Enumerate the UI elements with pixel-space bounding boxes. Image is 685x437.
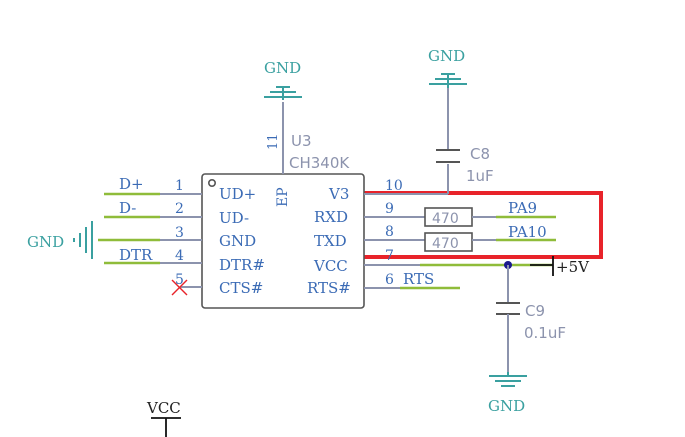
pin1-marker — [208, 179, 217, 188]
pin-5-number: 5 — [175, 272, 184, 288]
pin-6-number: 6 — [385, 272, 394, 288]
pin-2-number: 2 — [175, 201, 184, 217]
pin-5-name: CTS# — [219, 279, 263, 297]
pin-6-name: RTS# — [307, 279, 351, 297]
pin-9-number: 9 — [385, 201, 394, 217]
gnd-label-left: GND — [27, 233, 64, 251]
pin-4-name: DTR# — [219, 256, 265, 274]
gnd-symbol-c9 — [489, 372, 527, 387]
net-pa9-label: PA9 — [508, 199, 537, 217]
resistor-rxd-value: 470 — [432, 211, 459, 227]
c8-value: 1uF — [466, 167, 494, 185]
resistor-rxd: 470 — [424, 207, 473, 227]
gnd-label-c8: GND — [428, 47, 465, 65]
net-pa10-label: PA10 — [508, 223, 547, 241]
gnd-symbol-u3 — [264, 86, 302, 100]
gnd-label-c9: GND — [488, 397, 525, 415]
chip-ref: U3 — [291, 132, 312, 150]
no-connect-icon — [171, 279, 188, 296]
resistor-txd: 470 — [424, 232, 473, 252]
vcc-label: VCC — [146, 399, 181, 417]
gnd-label-u3: GND — [264, 59, 301, 77]
pin-2-name: UD- — [219, 209, 249, 227]
net-dminus-label: D- — [119, 199, 136, 217]
pin-7-name: VCC — [313, 257, 348, 275]
pin-11-number: 11 — [266, 133, 281, 150]
resistor-txd-value: 470 — [432, 236, 459, 252]
ep-label: EP — [275, 187, 291, 207]
pin-1-name: UD+ — [219, 185, 256, 203]
pin-8-number: 8 — [385, 224, 394, 240]
c9-ref: C9 — [525, 302, 545, 320]
plus5v-label: +5V — [556, 258, 590, 276]
pin-7-number: 7 — [385, 248, 394, 264]
pin-10-name: V3 — [328, 185, 349, 203]
pin-4-number: 4 — [175, 248, 184, 264]
pin-9-name: RXD — [314, 208, 348, 226]
c8-ref: C8 — [470, 145, 490, 163]
pin-8-name: TXD — [314, 232, 347, 250]
chip-part: CH340K — [289, 154, 350, 172]
net-dplus-label: D+ — [119, 175, 144, 193]
c9-value: 0.1uF — [524, 324, 566, 342]
pin-1-number: 1 — [175, 178, 184, 194]
pin-3-name: GND — [219, 232, 256, 250]
pin-3-number: 3 — [175, 225, 184, 241]
net-rts-label: RTS — [403, 270, 434, 288]
net-dtr-label: DTR — [119, 246, 153, 264]
pin-10-number: 10 — [385, 178, 403, 194]
gnd-symbol-c8 — [429, 73, 467, 88]
gnd-symbol-left — [73, 221, 93, 259]
